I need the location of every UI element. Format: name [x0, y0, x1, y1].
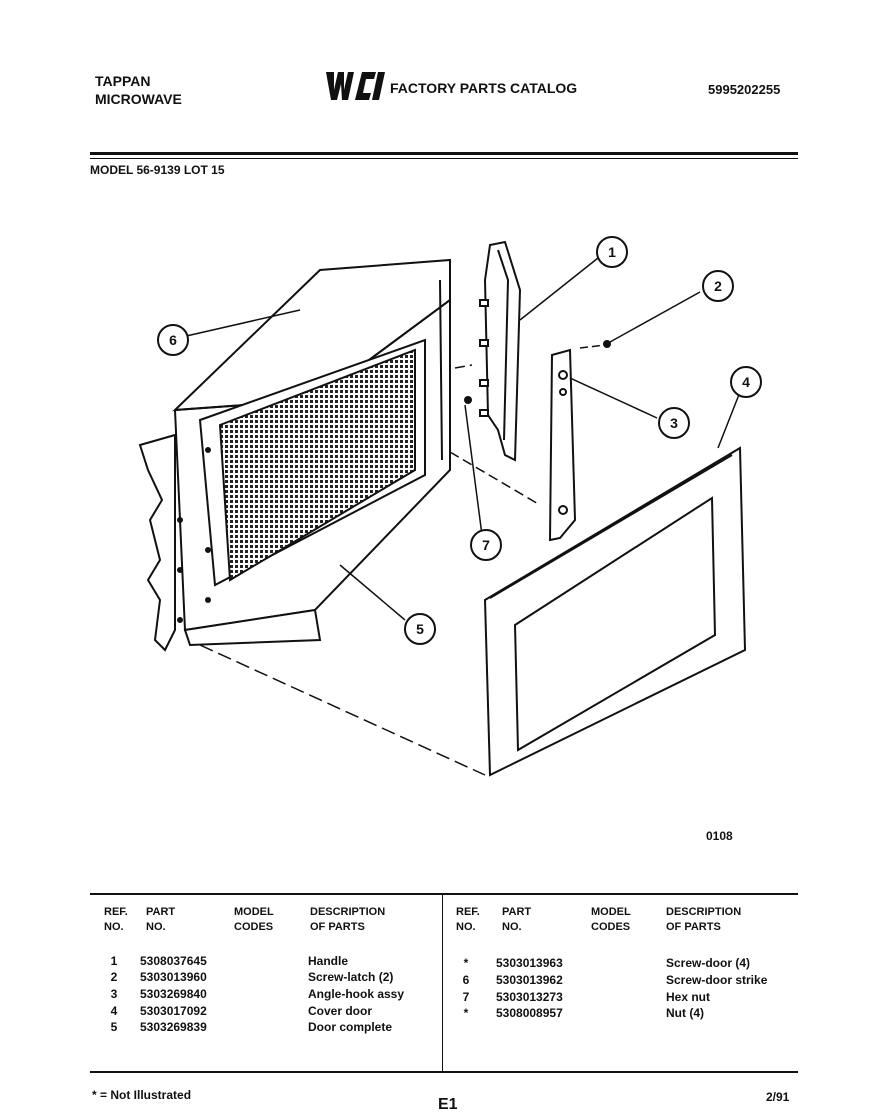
parts-table-right: REF. NO. PART NO. MODEL CODES DESCRIPTIO… [446, 895, 798, 1071]
table-row-desc: Hex nut [666, 990, 711, 1004]
brand-line-2: MICROWAVE [95, 91, 182, 107]
date: 2/91 [766, 1090, 790, 1104]
table-row-part: 5308008957 [496, 1006, 563, 1020]
table-row-ref: 6 [462, 973, 470, 987]
table-row-part: 5303013273 [496, 990, 563, 1004]
table-row-part: 5303013963 [496, 956, 563, 970]
header-ref-no: REF. NO. [456, 906, 480, 933]
table-row-ref: 1 [110, 954, 118, 968]
hex-nut [464, 396, 472, 404]
handle [479, 240, 522, 462]
table-row-desc: Nut (4) [666, 1006, 704, 1020]
header-description: DESCRIPTION OF PARTS [310, 906, 386, 933]
brand-line-1: TAPPAN [95, 73, 151, 89]
table-row-part: 5303013960 [140, 970, 207, 984]
table-divider [442, 895, 443, 1071]
callout-5: 5 [416, 621, 424, 637]
header-description: DESCRIPTION OF PARTS [666, 906, 742, 933]
page-id: E1 [438, 1096, 458, 1113]
callout-2: 2 [714, 278, 722, 294]
table-row-part: 5303269839 [140, 1020, 207, 1034]
header-part-no: PART NO. [146, 906, 176, 933]
header-model-codes: MODEL CODES [234, 906, 274, 933]
table-row-desc: Screw-latch (2) [308, 970, 394, 984]
table-row-ref: 3 [110, 987, 118, 1001]
callout-1: 1 [608, 244, 616, 260]
table-row-ref: * [463, 956, 469, 970]
table-row-part: 5308037645 [140, 954, 207, 968]
table-row-part: 5303269840 [140, 987, 207, 1001]
table-row-desc: Door complete [308, 1020, 393, 1034]
footnote: * = Not Illustrated [92, 1088, 192, 1102]
table-row-desc: Screw-door strike [666, 973, 768, 987]
callout-4: 4 [742, 374, 750, 390]
parts-table: REF. NO. PART NO. MODEL CODES DESCRIPTIO… [90, 893, 798, 1073]
table-row-part: 5303013962 [496, 973, 563, 987]
table-row-desc: Handle [308, 954, 349, 968]
wci-logo [326, 72, 385, 100]
table-row-ref: * [463, 1006, 469, 1020]
callout-7: 7 [482, 537, 490, 553]
table-row-ref: 5 [110, 1020, 118, 1034]
table-row-ref: 2 [110, 970, 118, 984]
exploded-door-diagram: 1 2 3 4 5 6 7 [138, 236, 762, 777]
table-row-desc: Angle-hook assy [308, 987, 405, 1001]
table-row-desc: Screw-door (4) [666, 956, 751, 970]
table-row-ref: 4 [110, 1004, 118, 1018]
brand-name: TAPPAN MICROWAVE [95, 72, 182, 108]
door-assembly [138, 258, 451, 652]
parts-table-left: REF. NO. PART NO. MODEL CODES DESCRIPTIO… [90, 895, 442, 1071]
header-ref-no: REF. NO. [104, 906, 128, 933]
catalog-title: FACTORY PARTS CATALOG [390, 80, 578, 96]
model-line: MODEL 56-9139 LOT 15 [90, 163, 225, 177]
callout-6: 6 [169, 332, 177, 348]
table-row-part: 5303017092 [140, 1004, 207, 1018]
callout-3: 3 [670, 415, 678, 431]
catalog-number: 5995202255 [708, 82, 781, 97]
header-part-no: PART NO. [502, 906, 532, 933]
header-model-codes: MODEL CODES [591, 906, 631, 933]
table-row-desc: Cover door [308, 1004, 373, 1018]
cover-door [483, 446, 747, 777]
figure-number: 0108 [706, 829, 733, 843]
table-row-ref: 7 [462, 990, 470, 1004]
screw-latch [603, 340, 611, 348]
angle-hook-assy [548, 348, 577, 542]
header-rule-thin [90, 158, 798, 159]
header-rule-thick [90, 152, 798, 155]
